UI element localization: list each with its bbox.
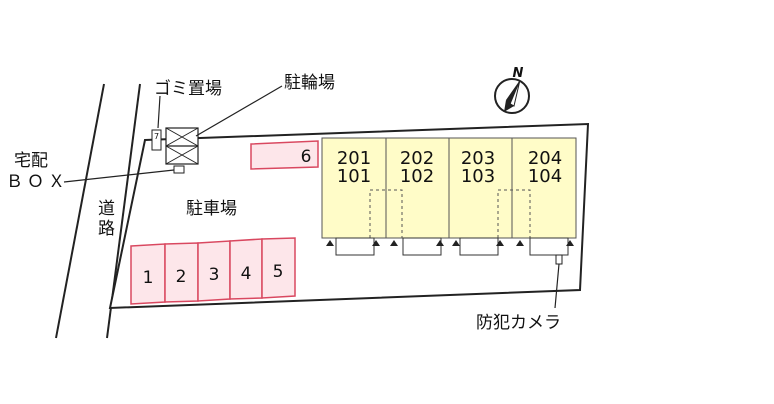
delivery-box-label-line2: ＢＯＸ: [6, 172, 69, 192]
road-label-char1: 道: [98, 199, 115, 219]
north-label: N: [513, 66, 524, 81]
parking-space-5: [261, 237, 296, 299]
unit-4-upper: 204: [528, 148, 562, 169]
delivery-box-icon: [173, 165, 185, 174]
north-arrow-icon: N: [494, 66, 530, 114]
camera-leader-line: [554, 263, 560, 309]
garbage-area-label: ゴミ置場: [154, 78, 222, 99]
mailbox-mark: 7: [154, 132, 159, 141]
unit-1-upper: 201: [337, 148, 371, 169]
parking-space-6: [250, 140, 319, 170]
parking-space-1-label: 1: [143, 268, 154, 288]
mailbox-icon: [151, 129, 162, 151]
delivery-box-label-line1: 宅配: [14, 151, 48, 171]
parking-space-4-label: 4: [241, 264, 252, 284]
unit-2-upper: 202: [400, 148, 434, 169]
unit-3-lower: 103: [461, 166, 495, 187]
unit-2-lower: 102: [400, 166, 434, 187]
unit-3-upper: 203: [461, 148, 495, 169]
parking-area-label: 駐車場: [186, 199, 237, 219]
delivery-leader-line: [63, 169, 175, 183]
unit-4-lower: 104: [528, 166, 562, 187]
apartment-building: 201 101 202 102 203 103 204 104: [321, 137, 577, 256]
parking-space-3-label: 3: [209, 265, 220, 285]
parking-space-6-label: 6: [301, 147, 312, 167]
road-label-char2: 路: [98, 219, 115, 239]
camera-icon: [555, 254, 563, 265]
camera-label: 防犯カメラ: [476, 313, 561, 333]
parking-space-5-label: 5: [273, 262, 284, 282]
garbage-leader-line: [157, 95, 161, 129]
unit-1-lower: 101: [337, 166, 371, 187]
bicycle-parking-label: 駐輪場: [284, 73, 335, 93]
garbage-bicycle-storage: [165, 127, 199, 165]
bicycle-leader-line: [195, 85, 283, 137]
road-edge-left: [55, 83, 105, 339]
parking-row: 1 2 3 4 5: [130, 237, 296, 305]
parking-space-2-label: 2: [176, 267, 187, 287]
